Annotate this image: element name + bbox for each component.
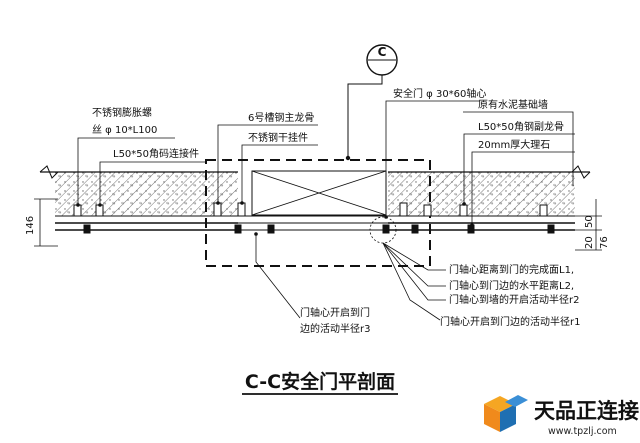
label-bolt-1: 不锈钢膨胀螺: [92, 106, 152, 119]
section-marker: C: [345, 44, 398, 161]
label-l2: 门轴心到门边的水平距离L2,: [449, 279, 574, 292]
brand-url: www.tpzlj.com: [548, 426, 617, 437]
label-ss-column: 不锈钢干挂件: [248, 131, 308, 144]
label-bolt-2: 丝 φ 10*L100: [92, 124, 157, 136]
dim-left-text: 146: [25, 216, 36, 235]
label-existing-wall: 原有水泥基础墙: [478, 98, 548, 111]
drawing-title: C-C安全门平剖面: [245, 370, 395, 393]
brand-logo-icon: [484, 395, 528, 432]
label-marble: 20mm厚大理石: [478, 138, 550, 151]
dim-right-b: 50: [584, 215, 595, 228]
label-l1: 门轴心距离到门的完成面L1,: [449, 263, 574, 276]
label-r1: 门轴心开启到门边的活动半径r1: [440, 315, 580, 328]
label-r3-line2: 边的活动半径r3: [300, 322, 370, 335]
section-marker-letter: C: [378, 45, 387, 59]
dimension-left: 146: [25, 198, 58, 247]
dim-right-c: 76: [599, 236, 610, 249]
brand-name: 天品正连接: [534, 399, 639, 423]
label-r2: 门轴心到墙的开启活动半径r2: [449, 293, 579, 306]
leader-dots: [76, 201, 474, 236]
dimension-right: 20 50 76: [575, 199, 610, 251]
label-channel-main: 6号槽钢主龙骨: [248, 111, 314, 124]
finish-layers: [55, 215, 575, 232]
dim-right-a: 20: [584, 236, 595, 249]
door-leaf: [251, 170, 387, 216]
label-angle-keel: L50*50角钢副龙骨: [478, 120, 564, 133]
anchor-bolts: [73, 202, 555, 234]
label-angle-connector: L50*50角码连接件: [113, 147, 199, 160]
label-r3-line1: 门轴心开启到门: [300, 306, 370, 319]
label-door-axle: 安全门 φ 30*60轴心: [393, 87, 486, 100]
leader-lines: [77, 100, 575, 321]
